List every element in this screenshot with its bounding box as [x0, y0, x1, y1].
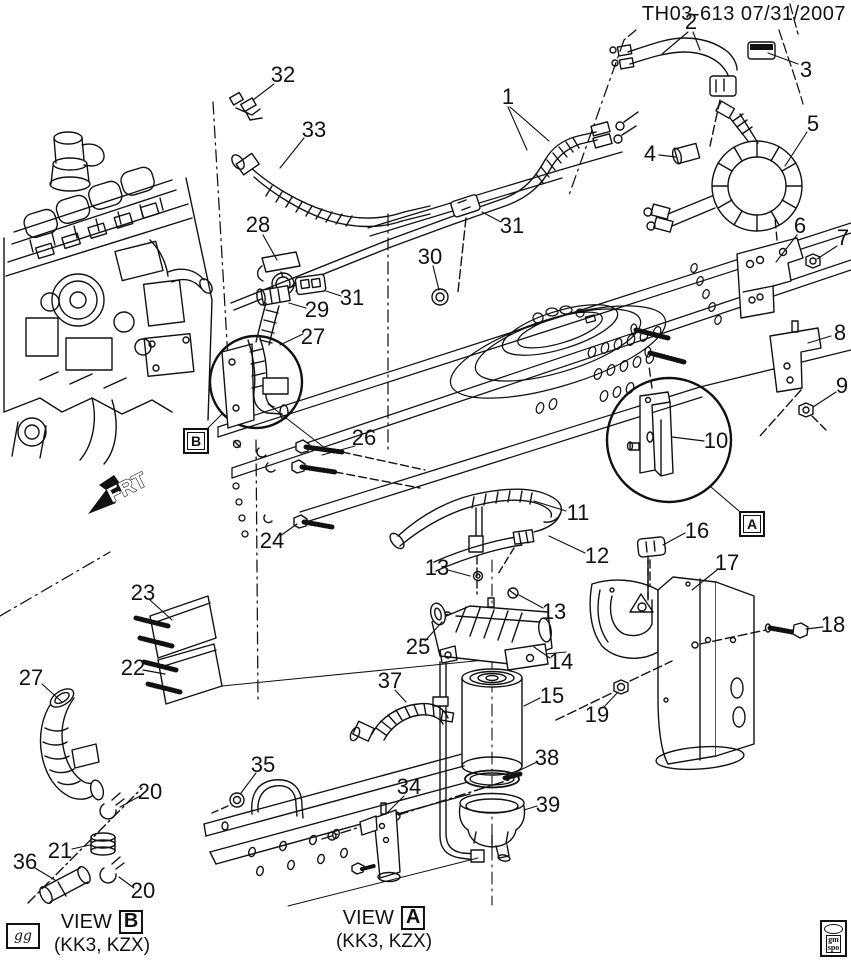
callout-14: 14	[548, 649, 574, 674]
callout-17: 17	[714, 550, 740, 575]
callout-20: 20	[137, 779, 163, 804]
sheet-title: TH03-613 07/31/2007	[641, 3, 846, 25]
callout-30: 30	[417, 244, 443, 269]
callout-27: 27	[18, 665, 44, 690]
corner-mark-gmspo: gm spo	[820, 920, 847, 957]
callout-37: 37	[377, 668, 403, 693]
callout-1: 1	[501, 84, 515, 109]
callout-34: 34	[396, 774, 422, 799]
engine-assembly	[3, 131, 213, 465]
return-hose-assembly	[609, 37, 803, 233]
hose-36	[39, 866, 91, 904]
callout-18: 18	[820, 612, 846, 637]
callout-16: 16	[684, 518, 710, 543]
callout-29: 29	[304, 297, 330, 322]
gm-text: gm	[828, 935, 839, 944]
view-b-detail	[27, 688, 143, 904]
detail-box-B: B	[183, 428, 209, 454]
grommet-21	[90, 832, 116, 856]
detail-circle-a	[605, 365, 740, 512]
callout-28: 28	[245, 212, 271, 237]
view-b-label: VIEW B (KK3, KZX)	[54, 910, 150, 957]
callout-25: 25	[405, 634, 431, 659]
detail-box-A: A	[739, 511, 765, 537]
nut-7	[805, 253, 821, 269]
callout-11: 11	[566, 500, 590, 525]
grommet-4	[671, 142, 701, 165]
coiled-hose-5	[643, 100, 803, 233]
callout-13: 13	[424, 555, 450, 580]
callout-24: 24	[259, 528, 285, 553]
bolt-18	[691, 622, 809, 649]
view-a-subtitle: (KK3, KZX)	[335, 931, 433, 952]
callout-4: 4	[643, 141, 657, 166]
clip-3	[747, 41, 776, 60]
clip-32	[228, 91, 263, 121]
fuel-tank-top	[449, 304, 687, 414]
callout-36: 36	[12, 849, 38, 874]
spo-text: spo	[827, 943, 840, 952]
callout-10: 10	[703, 428, 729, 453]
callout-20: 20	[130, 878, 156, 903]
connector-block	[709, 75, 737, 147]
callout-31: 31	[499, 213, 525, 238]
callout-6: 6	[793, 213, 807, 238]
bolt-24	[263, 514, 335, 530]
callout-19: 19	[584, 702, 610, 727]
detail-circle-b	[205, 334, 331, 453]
view-a-detail	[203, 753, 523, 907]
callout-22: 22	[120, 655, 146, 680]
callout-9: 9	[835, 373, 849, 398]
callout-5: 5	[806, 111, 820, 136]
clamp-20a	[99, 792, 125, 820]
callout-3: 3	[799, 57, 813, 82]
view-a-letter-box: A	[400, 906, 426, 930]
callout-35: 35	[250, 752, 276, 777]
leader-lines	[34, 31, 838, 889]
connector-31b	[294, 273, 327, 296]
callout-38: 38	[534, 745, 560, 770]
view-a-word: VIEW	[342, 906, 394, 929]
view-a-label: VIEW A (KK3, KZX)	[336, 906, 432, 953]
gm-oval-logo	[824, 924, 843, 934]
callout-8: 8	[833, 320, 847, 345]
fuel-pipes	[228, 91, 639, 346]
frt-label: FRT	[104, 468, 151, 507]
clamp-20b	[99, 856, 125, 884]
frt-arrow: FRT	[88, 468, 151, 514]
cooler-pipes	[389, 488, 563, 623]
callout-26: 26	[351, 425, 377, 450]
nut-19	[555, 660, 673, 721]
corner-mark-gg: gg	[6, 923, 40, 949]
callout-23: 23	[130, 580, 156, 605]
view-b-word: VIEW	[60, 910, 112, 933]
callout-32: 32	[270, 62, 296, 87]
view-b-subtitle: (KK3, KZX)	[53, 935, 151, 956]
callout-21: 21	[47, 838, 73, 863]
callout-33: 33	[301, 117, 327, 142]
mount-brackets-left	[133, 439, 426, 705]
callout-13: 13	[541, 599, 567, 624]
clip-16	[636, 536, 667, 591]
callout-15: 15	[539, 683, 565, 708]
callout-39: 39	[535, 792, 561, 817]
callout-12: 12	[584, 543, 610, 568]
callout-7: 7	[836, 225, 850, 250]
bracket-34	[351, 802, 401, 883]
view-b-letter-box: B	[118, 910, 144, 934]
callout-31: 31	[339, 285, 365, 310]
filter-assembly	[349, 559, 553, 906]
nut-9	[798, 402, 814, 418]
brackets-right	[736, 217, 827, 437]
shield-bracket	[555, 536, 809, 771]
callout-27: 27	[300, 324, 326, 349]
callout-2: 2	[684, 9, 698, 34]
